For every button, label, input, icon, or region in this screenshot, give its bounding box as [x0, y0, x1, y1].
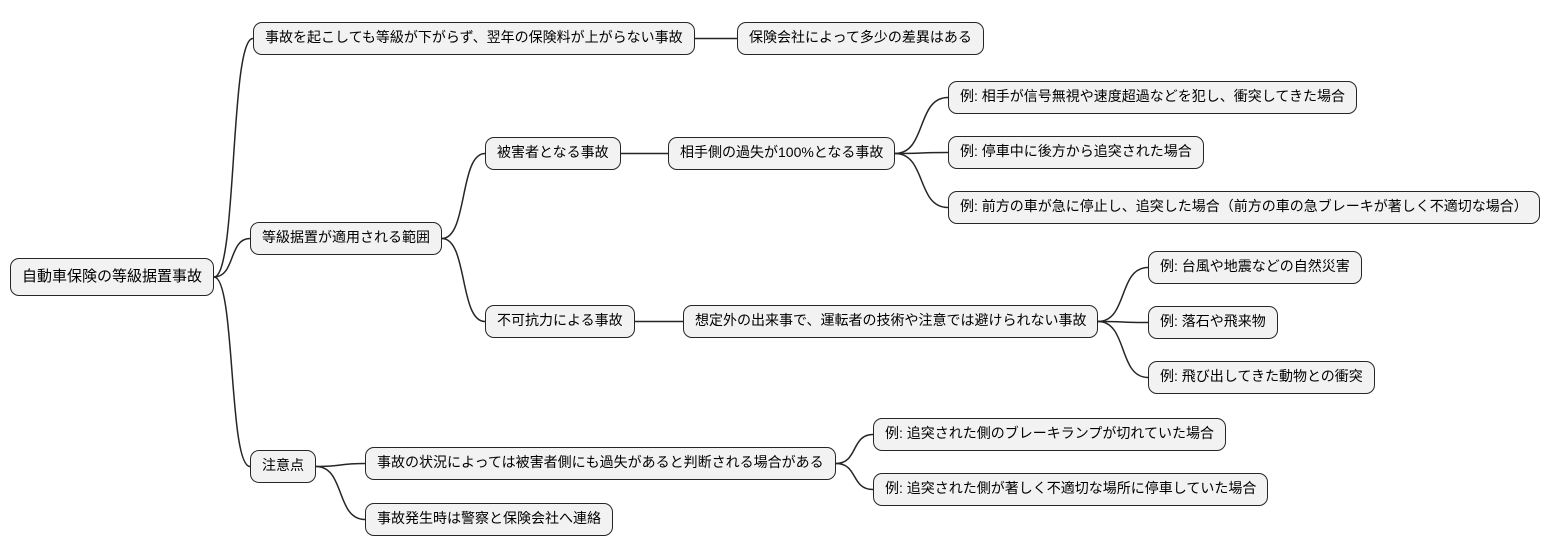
node-victim-accident[interactable]: 被害者となる事故	[485, 137, 621, 170]
node-example-improper-parking[interactable]: 例: 追突された側が著しく不適切な場所に停車していた場合	[873, 473, 1269, 506]
node-contact-police-insurer[interactable]: 事故発生時は警察と保険会社へ連絡	[365, 503, 613, 536]
node-example-signal-violation[interactable]: 例: 相手が信号無視や速度超過などを犯し、衝突してきた場合	[948, 81, 1357, 114]
node-example-falling-objects[interactable]: 例: 落石や飛来物	[1148, 306, 1278, 339]
node-example-broken-brakelamp[interactable]: 例: 追突された側のブレーキランプが切れていた場合	[873, 418, 1226, 451]
node-force-majeure[interactable]: 不可抗力による事故	[485, 305, 635, 338]
node-example-sudden-stop[interactable]: 例: 前方の車が急に停止し、追突した場合（前方の車の急ブレーキが著しく不適切な場…	[948, 191, 1540, 224]
node-unavoidable-accident[interactable]: 想定外の出来事で、運転者の技術や注意では避けられない事故	[683, 305, 1099, 338]
node-notes[interactable]: 注意点	[250, 450, 316, 483]
node-example-natural-disaster[interactable]: 例: 台風や地震などの自然災害	[1148, 251, 1362, 284]
node-victim-may-have-fault[interactable]: 事故の状況によっては被害者側にも過失があると判断される場合がある	[365, 447, 836, 480]
node-insurer-difference[interactable]: 保険会社によって多少の差異はある	[737, 22, 984, 55]
node-example-rear-ended[interactable]: 例: 停車中に後方から追突された場合	[948, 136, 1204, 169]
node-keep-grade[interactable]: 事故を起こしても等級が下がらず、翌年の保険料が上がらない事故	[253, 22, 695, 55]
node-other-party-100-fault[interactable]: 相手側の過失が100%となる事故	[668, 137, 896, 170]
node-scope[interactable]: 等級据置が適用される範囲	[250, 222, 442, 255]
node-example-animal-collision[interactable]: 例: 飛び出してきた動物との衝突	[1148, 361, 1375, 394]
node-root[interactable]: 自動車保険の等級据置事故	[10, 258, 215, 296]
